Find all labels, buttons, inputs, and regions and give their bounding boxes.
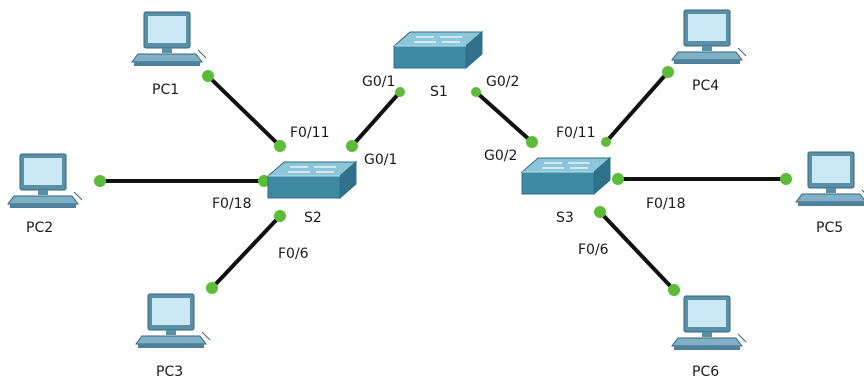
device-label-pc6: PC6 [692, 364, 719, 380]
port-dot-s2-f06 [274, 210, 286, 222]
port-dot-s2-f018 [258, 175, 270, 187]
port-dot-s1-g02 [471, 87, 481, 97]
port-dot-s1-g01 [395, 87, 405, 97]
device-label-pc1: PC1 [152, 82, 179, 98]
port-dot-s3-f018 [612, 173, 624, 185]
link-s1-s3 [474, 90, 534, 144]
device-label-pc2: PC2 [26, 220, 53, 236]
port-dot-pc2 [94, 175, 106, 187]
switch-icon[interactable] [521, 157, 611, 195]
pc-icon[interactable] [795, 151, 864, 207]
device-label-s3: S3 [556, 210, 574, 226]
pc-icon[interactable] [671, 9, 747, 65]
link-pc3-s2 [210, 214, 282, 290]
port-dot-s3-f06 [594, 206, 606, 218]
link-pc4-s3 [604, 70, 670, 144]
port-label-s2-f018: F0/18 [212, 196, 252, 212]
pc-icon[interactable] [131, 11, 207, 67]
port-label-s2-g01: G0/1 [364, 152, 397, 168]
link-pc6-s3 [598, 210, 676, 292]
port-label-s2-f011: F0/11 [290, 125, 330, 141]
pc-icon[interactable] [7, 153, 83, 209]
port-dot-s2-g01 [346, 140, 358, 152]
device-label-pc3: PC3 [156, 364, 183, 380]
port-dot-pc3 [206, 282, 218, 294]
port-label-s1-g02: G0/2 [486, 74, 519, 90]
switch-icon[interactable] [393, 31, 483, 69]
port-dot-pc1 [202, 70, 214, 82]
link-s2-s1 [350, 90, 402, 148]
pc-icon[interactable] [135, 293, 211, 349]
switch-icon[interactable] [267, 161, 357, 199]
port-dot-s3-g02 [526, 136, 538, 148]
port-dot-pc4 [662, 66, 674, 78]
device-label-s1: S1 [430, 84, 448, 100]
device-label-pc5: PC5 [816, 220, 843, 236]
device-label-s2: S2 [304, 210, 322, 226]
port-dot-s2-f011 [274, 140, 286, 152]
link-pc1-s2 [206, 74, 282, 148]
pc-icon[interactable] [671, 295, 747, 351]
port-label-s3-f06: F0/6 [578, 242, 609, 258]
port-dot-pc5 [780, 173, 792, 185]
port-label-s2-f06: F0/6 [278, 246, 309, 262]
port-dot-pc6 [668, 284, 680, 296]
port-label-s1-g01: G0/1 [362, 74, 395, 90]
port-label-s3-g02: G0/2 [484, 148, 517, 164]
port-dot-s3-f011 [601, 137, 611, 147]
device-label-pc4: PC4 [692, 78, 719, 94]
port-label-s3-f018: F0/18 [646, 196, 686, 212]
port-label-s3-f011: F0/11 [556, 125, 596, 141]
